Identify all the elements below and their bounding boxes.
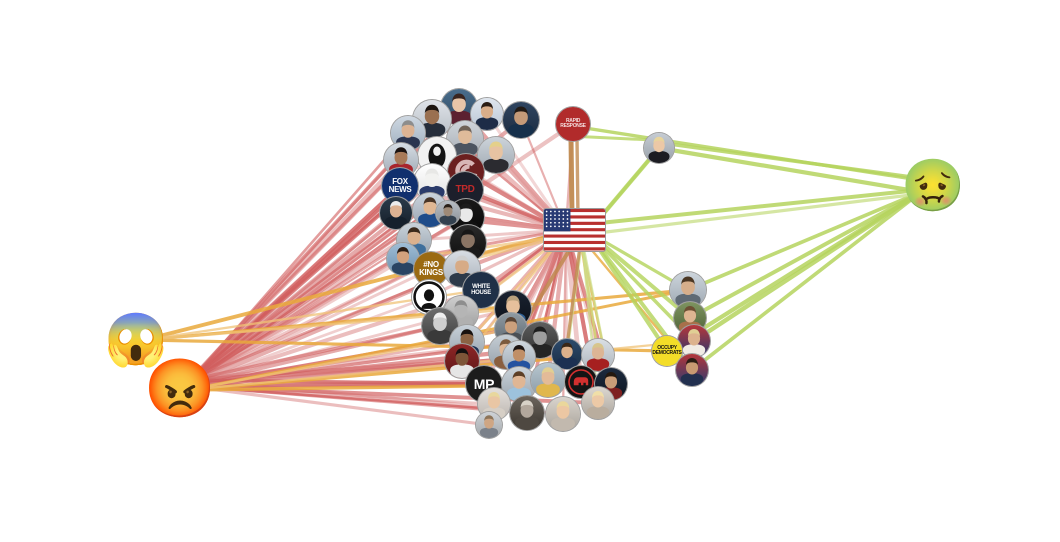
avatar-man-bw-plain[interactable] xyxy=(435,200,461,226)
avatar-woman-blonde-4[interactable] xyxy=(581,386,615,420)
avatar-small-grey[interactable] xyxy=(475,411,503,439)
face-screaming-in-fear-icon: 😱 xyxy=(104,311,168,369)
avatar-man-suit-flag[interactable] xyxy=(470,97,504,131)
badge-gop-elephant[interactable] xyxy=(564,365,598,399)
nauseated-face-icon: 🤢 xyxy=(901,157,965,215)
avatar-person-bw-art[interactable] xyxy=(509,395,545,431)
avatar-woman-blonde-flag[interactable] xyxy=(643,132,675,164)
graph-edge xyxy=(664,189,924,354)
pouting-face-icon: 😡 xyxy=(144,357,216,422)
avatar-person-flag-bg[interactable] xyxy=(677,324,711,358)
graph-edge xyxy=(575,136,580,220)
avatar-woman-blonde-3[interactable] xyxy=(545,396,581,432)
graph-edge xyxy=(184,384,491,427)
hub-node-face-screaming-in-fear[interactable]: 😱 xyxy=(104,314,168,366)
graph-edge xyxy=(690,190,923,372)
avatar-woman-sunglasses[interactable] xyxy=(530,362,566,398)
hub-node-nauseated-face[interactable]: 🤢 xyxy=(901,160,965,212)
graph-edge xyxy=(142,228,576,342)
graph-edge xyxy=(188,184,402,382)
graph-edge xyxy=(667,142,921,180)
graph-edge xyxy=(188,324,442,382)
graph-edge xyxy=(568,135,575,219)
graph-edge xyxy=(656,145,924,195)
graph-edge xyxy=(688,190,923,320)
avatar-man-navy-suit[interactable] xyxy=(449,324,485,360)
graph-edge xyxy=(588,192,921,236)
graph-edge xyxy=(183,256,406,389)
graph-edge xyxy=(686,190,923,292)
graph-edge xyxy=(188,359,464,382)
avatar-man-beard-cap[interactable] xyxy=(502,101,540,139)
graph-edge xyxy=(565,244,582,348)
graph-edge xyxy=(412,228,568,242)
hub-node-us-flag[interactable] xyxy=(542,208,606,252)
graph-edge xyxy=(465,234,566,344)
graph-edge xyxy=(588,188,921,226)
hub-node-pouting-face[interactable]: 😡 xyxy=(144,360,215,418)
avatar-man-beard-flag[interactable] xyxy=(675,353,709,387)
